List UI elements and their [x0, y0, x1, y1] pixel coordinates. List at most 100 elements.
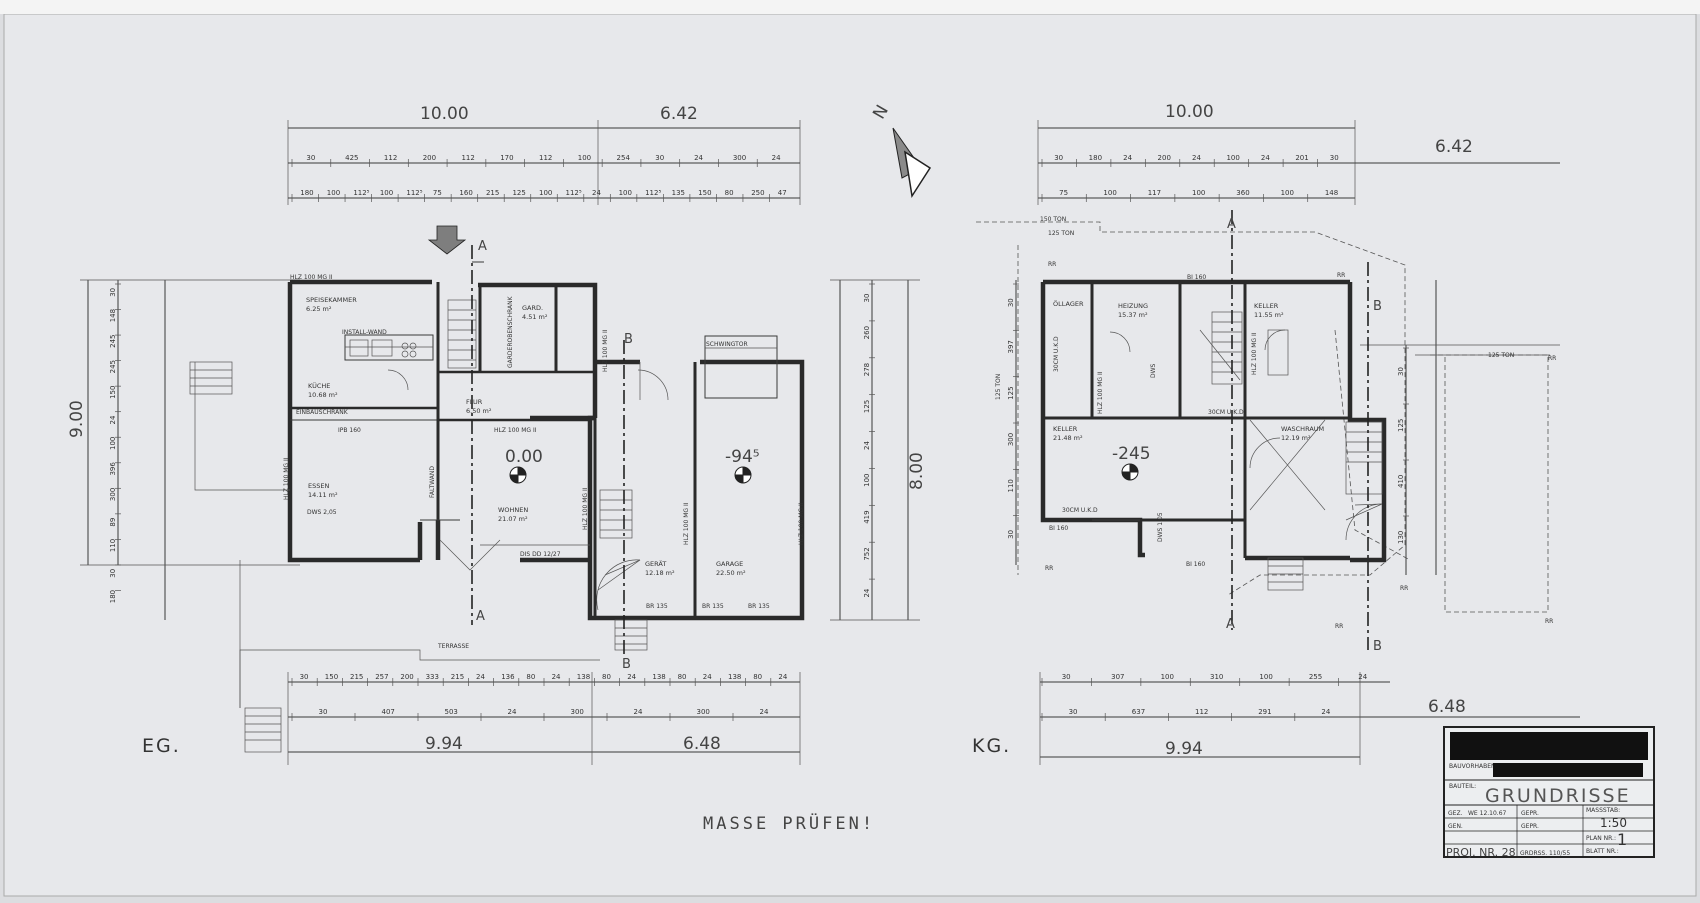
eg-top-total-2: 6.42	[660, 104, 698, 124]
room-name: HEIZUNG	[1118, 302, 1148, 310]
dimension-value: 245	[109, 334, 117, 347]
lintel-label: BR 135	[748, 603, 770, 610]
wall-label: HLZ 100 MG II	[798, 502, 805, 545]
dimension-value: 30	[109, 288, 117, 297]
dimension-value: 100	[380, 189, 393, 197]
wall-label: HLZ 100 MG II	[1251, 332, 1258, 375]
gez-label: GEZ.	[1448, 810, 1463, 817]
dimension-value: 130	[1397, 531, 1405, 544]
dimension-value: 24	[1192, 154, 1201, 162]
dimension-value: 300	[1007, 433, 1015, 446]
dimension-value: 100	[327, 189, 340, 197]
dimension-value: 752	[863, 547, 871, 560]
lintel-label: BR 135	[702, 603, 724, 610]
gepr2-label: GEPR.	[1521, 823, 1539, 830]
window-label: DWS	[1150, 363, 1157, 378]
dimension-value: 100	[1192, 189, 1205, 197]
dimension-value: 100	[619, 189, 632, 197]
dimension-value: 125	[1397, 419, 1405, 432]
bauteil-label: BAUTEIL:	[1449, 783, 1476, 790]
dimension-value: 100	[578, 154, 591, 162]
pipe-label: 150 TON	[1040, 216, 1066, 223]
dimension-value: 30	[1069, 708, 1078, 716]
pipe-label: 125 TON	[1488, 352, 1514, 359]
dimension-value: 148	[109, 309, 117, 322]
eg-bottom-total-2: 6.48	[683, 734, 721, 754]
dimension-value: 278	[863, 363, 871, 376]
beam-label: BI 160	[1049, 525, 1068, 532]
massstab-value: 1:50	[1600, 816, 1627, 830]
dimension-value: 80	[753, 673, 762, 681]
dimension-value: 24	[778, 673, 787, 681]
dimension-value: 170	[500, 154, 513, 162]
dimension-value: 80	[725, 189, 734, 197]
garage-door-label: SCHWINGTOR	[706, 341, 748, 348]
dimension-value: 24	[1123, 154, 1132, 162]
dimension-value: 201	[1295, 154, 1308, 162]
dimension-value: 24	[760, 708, 769, 716]
dimension-value: 150	[325, 673, 338, 681]
dimension-value: 310	[1210, 673, 1223, 681]
dimension-value: 112	[1195, 708, 1208, 716]
room-area: 10.68 m²	[308, 391, 338, 399]
wall-label: HLZ 100 MG II	[290, 274, 333, 281]
dimension-value: 138	[577, 673, 590, 681]
massstab-label: MASSSTAB:	[1586, 807, 1620, 814]
dimension-value: 396	[109, 462, 117, 476]
dimension-value: 215	[350, 673, 363, 681]
dimension-value: 24	[863, 441, 871, 450]
room-area: 21.48 m²	[1053, 434, 1083, 442]
dimension-value: 397	[1007, 340, 1015, 353]
room-area: 15.37 m²	[1118, 311, 1148, 319]
dimension-value: 291	[1258, 708, 1271, 716]
dimension-value: 138	[652, 673, 665, 681]
dimension-value: 254	[617, 154, 631, 162]
wall-label: HLZ 100 MG II	[283, 457, 290, 500]
eg-section-b-top: B	[624, 332, 633, 347]
room-area: 11.55 m²	[1254, 311, 1284, 319]
dimension-value: 200	[400, 673, 413, 681]
dimension-value: 110	[109, 539, 117, 552]
dimension-value: 24	[772, 154, 781, 162]
room-name: ÖLLAGER	[1053, 299, 1084, 308]
kg-section-a-top: A	[1227, 217, 1236, 232]
eg-level-mark-garage: -94⁵	[725, 447, 760, 467]
kg-top-total-2: 6.42	[1435, 137, 1473, 157]
eg-top-total-1: 10.00	[420, 104, 469, 124]
dimension-value: 24	[508, 708, 517, 716]
dimension-value: 100	[539, 189, 552, 197]
drain-label: RR	[1335, 623, 1343, 630]
dimension-value: 100	[1226, 154, 1239, 162]
dimension-value: 425	[345, 154, 358, 162]
dimension-value: 419	[863, 510, 871, 523]
room-area: 14.11 m²	[308, 491, 338, 499]
dimension-value: 100	[1259, 673, 1272, 681]
redacted-owner-block	[1450, 732, 1648, 760]
drain-label: RR	[1400, 585, 1408, 592]
wall-label: HLZ 100 MG II	[582, 487, 589, 530]
dimension-value: 30	[1062, 673, 1071, 681]
dimension-value: 200	[423, 154, 436, 162]
title-block: BAUVORHABEN: BAUTEIL: GRUNDRISSE GEZ. WE…	[1443, 726, 1655, 859]
wall-label: HLZ 100 MG II	[602, 329, 609, 372]
dimension-value: 100	[863, 474, 871, 487]
dimension-value: 112⁵	[645, 189, 661, 197]
check-dimensions-note: MASSE PRÜFEN!	[703, 812, 875, 834]
kg-plan: -245 A A B B ÖLLAGER HEIZUNG 15.37 m² KE…	[976, 210, 1560, 654]
dimension-value: 24	[592, 189, 601, 197]
eg-section-a-bottom: A	[476, 609, 485, 624]
dimension-value: 160	[459, 189, 472, 197]
room-name: GARD.	[522, 304, 543, 312]
dimension-value: 333	[426, 673, 439, 681]
wardrobe-label: GARDEROBENSCHRANK	[507, 295, 514, 368]
folding-wall-label: FALTWAND	[429, 466, 436, 498]
redacted-project-block	[1493, 763, 1643, 777]
eg-right-total: 8.00	[907, 452, 927, 490]
dimension-value: 30	[1397, 367, 1405, 376]
dimension-value: 136	[501, 673, 515, 681]
wall-label: HLZ 100 MG II	[683, 502, 690, 545]
